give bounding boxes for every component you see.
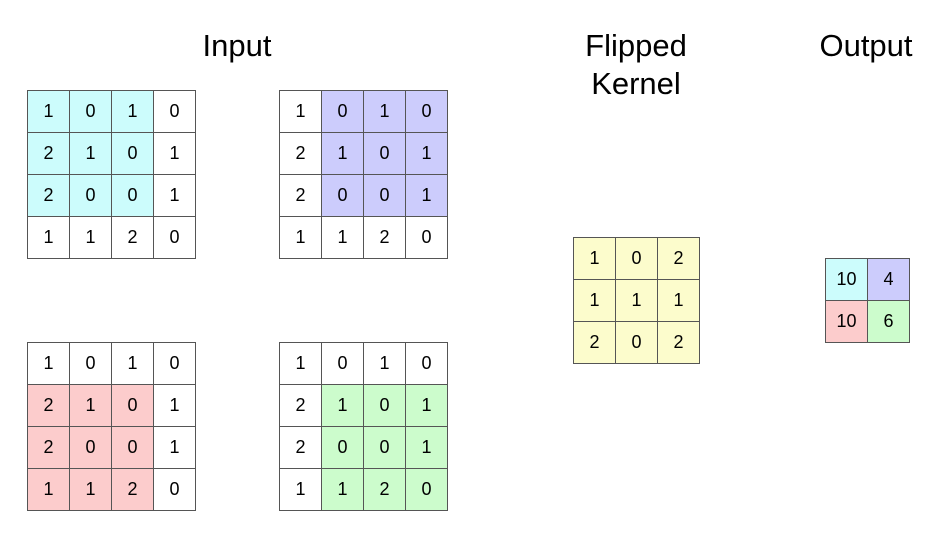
- input-cell: 2: [364, 217, 406, 259]
- kernel-cell: 2: [658, 322, 700, 364]
- input-cell: 0: [154, 91, 196, 133]
- kernel-cell: 2: [574, 322, 616, 364]
- input-cell: 0: [112, 385, 154, 427]
- input-cell: 0: [322, 427, 364, 469]
- input-cell: 1: [406, 133, 448, 175]
- kernel-cell: 1: [658, 280, 700, 322]
- input-cell: 1: [406, 385, 448, 427]
- input-cell: 2: [28, 175, 70, 217]
- kernel-title-line2: Kernel: [591, 66, 681, 101]
- input-cell: 2: [28, 385, 70, 427]
- input-cell: 1: [322, 217, 364, 259]
- input-cell: 2: [112, 217, 154, 259]
- input-cell: 0: [322, 175, 364, 217]
- input-cell: 1: [322, 469, 364, 511]
- input-cell: 0: [322, 343, 364, 385]
- input-cell: 0: [364, 175, 406, 217]
- input-cell: 0: [364, 427, 406, 469]
- input-cell: 0: [406, 343, 448, 385]
- input-cell: 1: [154, 133, 196, 175]
- input-cell: 0: [112, 133, 154, 175]
- input-cell: 0: [112, 427, 154, 469]
- input-cell: 0: [70, 343, 112, 385]
- input-cell: 1: [322, 133, 364, 175]
- input-cell: 1: [406, 427, 448, 469]
- input-cell: 1: [154, 175, 196, 217]
- input-title: Input: [202, 28, 272, 63]
- input-cell: 1: [70, 385, 112, 427]
- output-cell: 10: [826, 301, 868, 343]
- kernel-cell: 0: [616, 238, 658, 280]
- input-cell: 1: [280, 217, 322, 259]
- output-cell: 4: [868, 259, 910, 301]
- input-cell: 2: [28, 427, 70, 469]
- input-cell: 2: [280, 175, 322, 217]
- input-cell: 2: [112, 469, 154, 511]
- input-cell: 2: [28, 133, 70, 175]
- kernel-cell: 2: [658, 238, 700, 280]
- input-cell: 1: [364, 91, 406, 133]
- input-cell: 1: [70, 217, 112, 259]
- input-cell: 1: [154, 385, 196, 427]
- input-cell: 1: [70, 469, 112, 511]
- input-cell: 0: [154, 343, 196, 385]
- input-cell: 1: [280, 343, 322, 385]
- input-cell: 1: [28, 217, 70, 259]
- input-cell: 1: [322, 385, 364, 427]
- input-cell: 0: [70, 175, 112, 217]
- input-cell: 1: [280, 469, 322, 511]
- input-cell: 0: [70, 427, 112, 469]
- input-cell: 0: [70, 91, 112, 133]
- input-cell: 1: [28, 469, 70, 511]
- input-cell: 2: [280, 385, 322, 427]
- kernel-cell: 1: [616, 280, 658, 322]
- kernel-cell: 1: [574, 280, 616, 322]
- input-cell: 0: [406, 469, 448, 511]
- input-cell: 1: [364, 343, 406, 385]
- input-cell: 1: [406, 175, 448, 217]
- output-title: Output: [819, 28, 913, 63]
- output-cell: 6: [868, 301, 910, 343]
- input-cell: 1: [112, 91, 154, 133]
- input-cell: 0: [154, 217, 196, 259]
- input-cell: 0: [112, 175, 154, 217]
- output-cell: 10: [826, 259, 868, 301]
- input-cell: 1: [70, 133, 112, 175]
- input-cell: 2: [280, 427, 322, 469]
- input-cell: 0: [406, 217, 448, 259]
- kernel-title-line1: Flipped: [585, 28, 687, 63]
- input-cell: 1: [154, 427, 196, 469]
- input-cell: 0: [406, 91, 448, 133]
- input-cell: 0: [322, 91, 364, 133]
- input-cell: 2: [364, 469, 406, 511]
- input-cell: 1: [112, 343, 154, 385]
- flipped-kernel-title: Flipped Kernel: [566, 27, 706, 103]
- input-cell: 1: [28, 343, 70, 385]
- input-cell: 1: [28, 91, 70, 133]
- input-cell: 0: [364, 133, 406, 175]
- kernel-cell: 1: [574, 238, 616, 280]
- input-cell: 1: [280, 91, 322, 133]
- kernel-cell: 0: [616, 322, 658, 364]
- input-cell: 0: [154, 469, 196, 511]
- input-cell: 2: [280, 133, 322, 175]
- input-cell: 0: [364, 385, 406, 427]
